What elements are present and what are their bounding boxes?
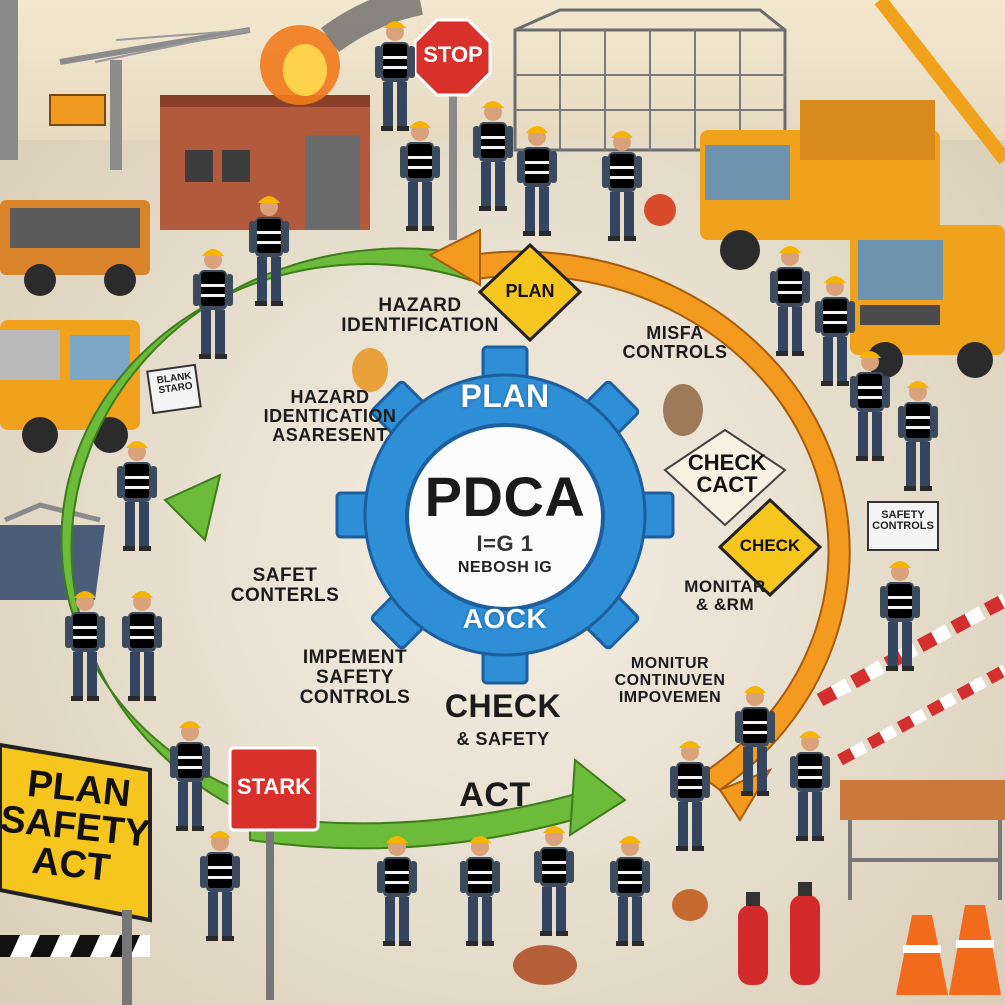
fire-extinguishers (738, 882, 820, 985)
tower-crane-left (0, 0, 251, 170)
label-act: ACT (459, 776, 531, 814)
traffic-cones (896, 905, 1001, 995)
gear-top-label: PLAN (460, 378, 550, 414)
gear-bottom-label: AOCK (462, 603, 548, 634)
scaffold-right (840, 780, 1005, 900)
steel-frame-building (513, 8, 787, 152)
check-diamond-sign (717, 497, 823, 598)
barricade-right (816, 593, 1005, 766)
safety-controls-board-text: SAFETY CONTROLS (872, 509, 934, 532)
label-hazard-identification-top: HAZARD IDENTIFICATION (341, 295, 499, 336)
check-cact-sign (663, 428, 787, 527)
truck-right-top (700, 0, 1005, 270)
label-safety-bottom: & SAFETY (456, 729, 550, 749)
label-check-bottom: CHECK (444, 688, 562, 724)
pdca-gear (335, 345, 675, 685)
label-safet-conterls: SAFET CONTERLS (230, 565, 340, 606)
safety-controls-board (867, 501, 939, 551)
label-monitar: MONITAR & &RM (684, 577, 766, 614)
truck-right-mid (850, 225, 1005, 378)
hazard-stripe-barrier (0, 935, 150, 957)
label-misfa-controls: MISFA CONTROLS (622, 323, 728, 362)
skip-bin-left (0, 502, 105, 600)
check-cact-text: CHECK CACT (687, 450, 767, 497)
gear-sub-code: I=G 1 (476, 531, 534, 556)
check-diamond-text: CHECK (739, 536, 801, 555)
stop-sign (413, 18, 492, 240)
plan-safety-act-sign (0, 742, 152, 1005)
label-hazard-identification-left: HAZARD IDENTICATION ASARESENT (263, 387, 397, 445)
plan-safety-act-text: PLAN SAFETY ACT (0, 762, 152, 890)
blank-board (146, 363, 202, 415)
stark-sign-text: STARK (236, 774, 312, 799)
cycle-arrow-orange (469, 250, 851, 792)
stark-sign (228, 746, 320, 1000)
plan-diamond-sign (477, 242, 583, 343)
gear-center-label: PDCA (424, 465, 586, 528)
label-monitur-continuven-impovemen: MONITUR CONTINUVEN IMPOVEMEN (614, 655, 726, 706)
label-implement-safety-controls: IMPEMENT SAFETY CONTROLS (299, 647, 411, 708)
gear-sub-label: NEBOSH IG (457, 559, 553, 576)
stop-sign-text: STOP (423, 42, 483, 67)
plan-diamond-text: PLAN (505, 281, 555, 301)
truck-left-top (0, 200, 150, 296)
